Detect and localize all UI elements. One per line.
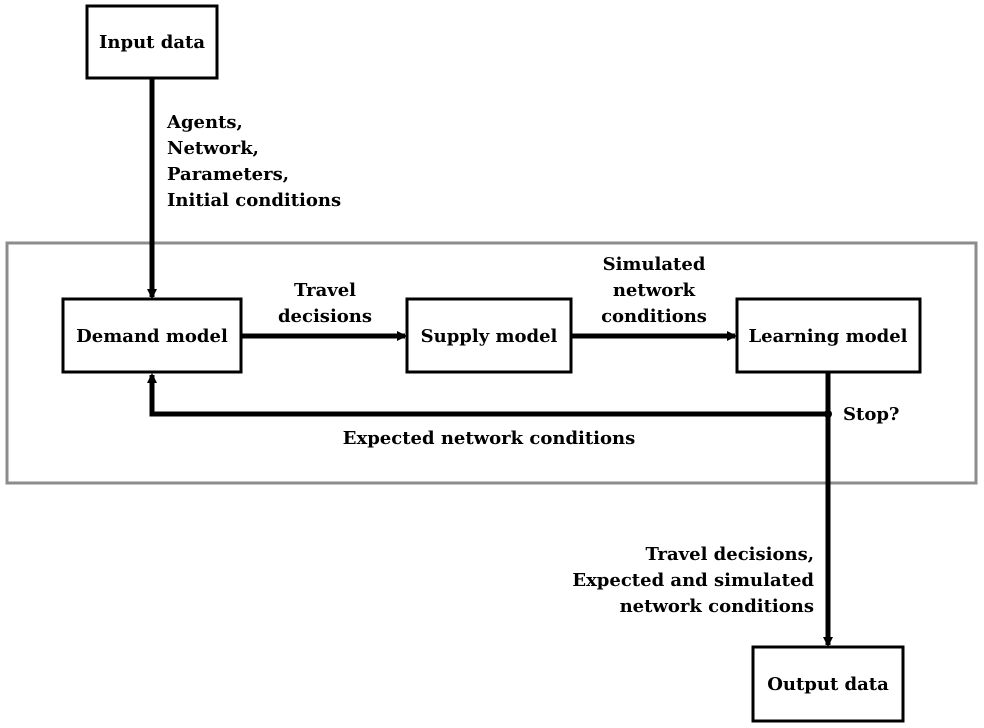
travel-decisions-label-line1: Travel [294, 280, 356, 301]
output-item-travel-decisions: Travel decisions, [645, 544, 814, 565]
output-item-expected-simulated: Expected and simulated [572, 570, 814, 591]
demand-model-box [61, 297, 243, 374]
learning-model-box [735, 297, 922, 374]
input-item-initial-conditions: Initial conditions [167, 190, 341, 211]
output-item-network-conditions: network conditions [620, 596, 814, 617]
output-data-box [751, 645, 905, 723]
stop-label: Stop? [843, 404, 899, 425]
input-data-label: Input data [99, 32, 205, 53]
expected-network-conditions-label: Expected network conditions [343, 428, 636, 449]
feedback-arrow [147, 373, 828, 417]
output-data-label: Output data [767, 674, 889, 695]
simulated-conditions-label-line3: conditions [601, 306, 707, 327]
simulated-conditions-label-line1: Simulated [603, 254, 706, 275]
input-item-agents: Agents, [166, 112, 243, 133]
stop-junction-dot [824, 410, 832, 418]
demand-model-label: Demand model [76, 326, 228, 347]
input-item-parameters: Parameters, [167, 164, 289, 185]
input-item-network: Network, [167, 138, 259, 159]
supply-model-label: Supply model [421, 326, 558, 347]
learning-model-label: Learning model [748, 326, 907, 347]
travel-decisions-label-line2: decisions [278, 306, 372, 327]
simulated-conditions-label-line2: network [613, 280, 696, 301]
simulation-frame [5, 241, 978, 485]
